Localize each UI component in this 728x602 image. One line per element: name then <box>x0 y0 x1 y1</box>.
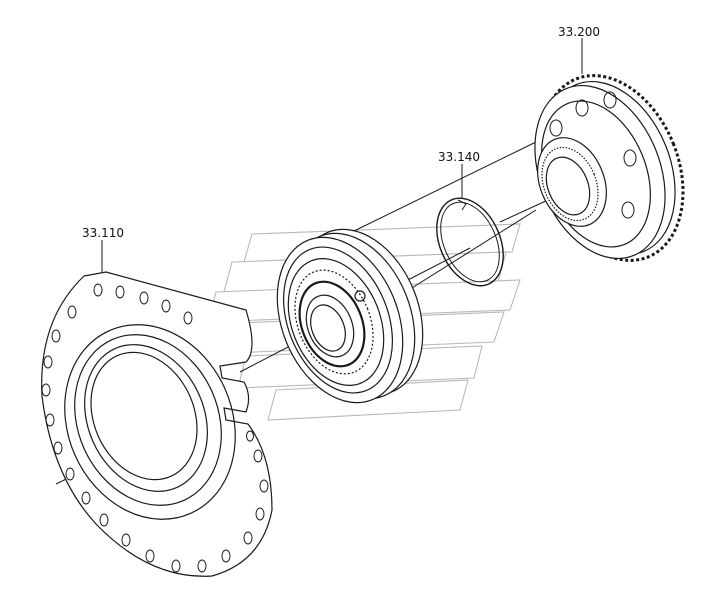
callout-33-200: 33.200 <box>558 25 600 39</box>
cover-plate-part <box>41 271 273 577</box>
callout-33-110: 33.110 <box>82 226 124 240</box>
bearing-part <box>276 228 424 404</box>
gear-hub-part <box>534 74 685 262</box>
snap-ring-part <box>436 197 504 287</box>
callout-33-140: 33.140 <box>438 150 480 164</box>
hub-holes <box>549 91 637 219</box>
cover-bolt-holes <box>41 283 269 573</box>
